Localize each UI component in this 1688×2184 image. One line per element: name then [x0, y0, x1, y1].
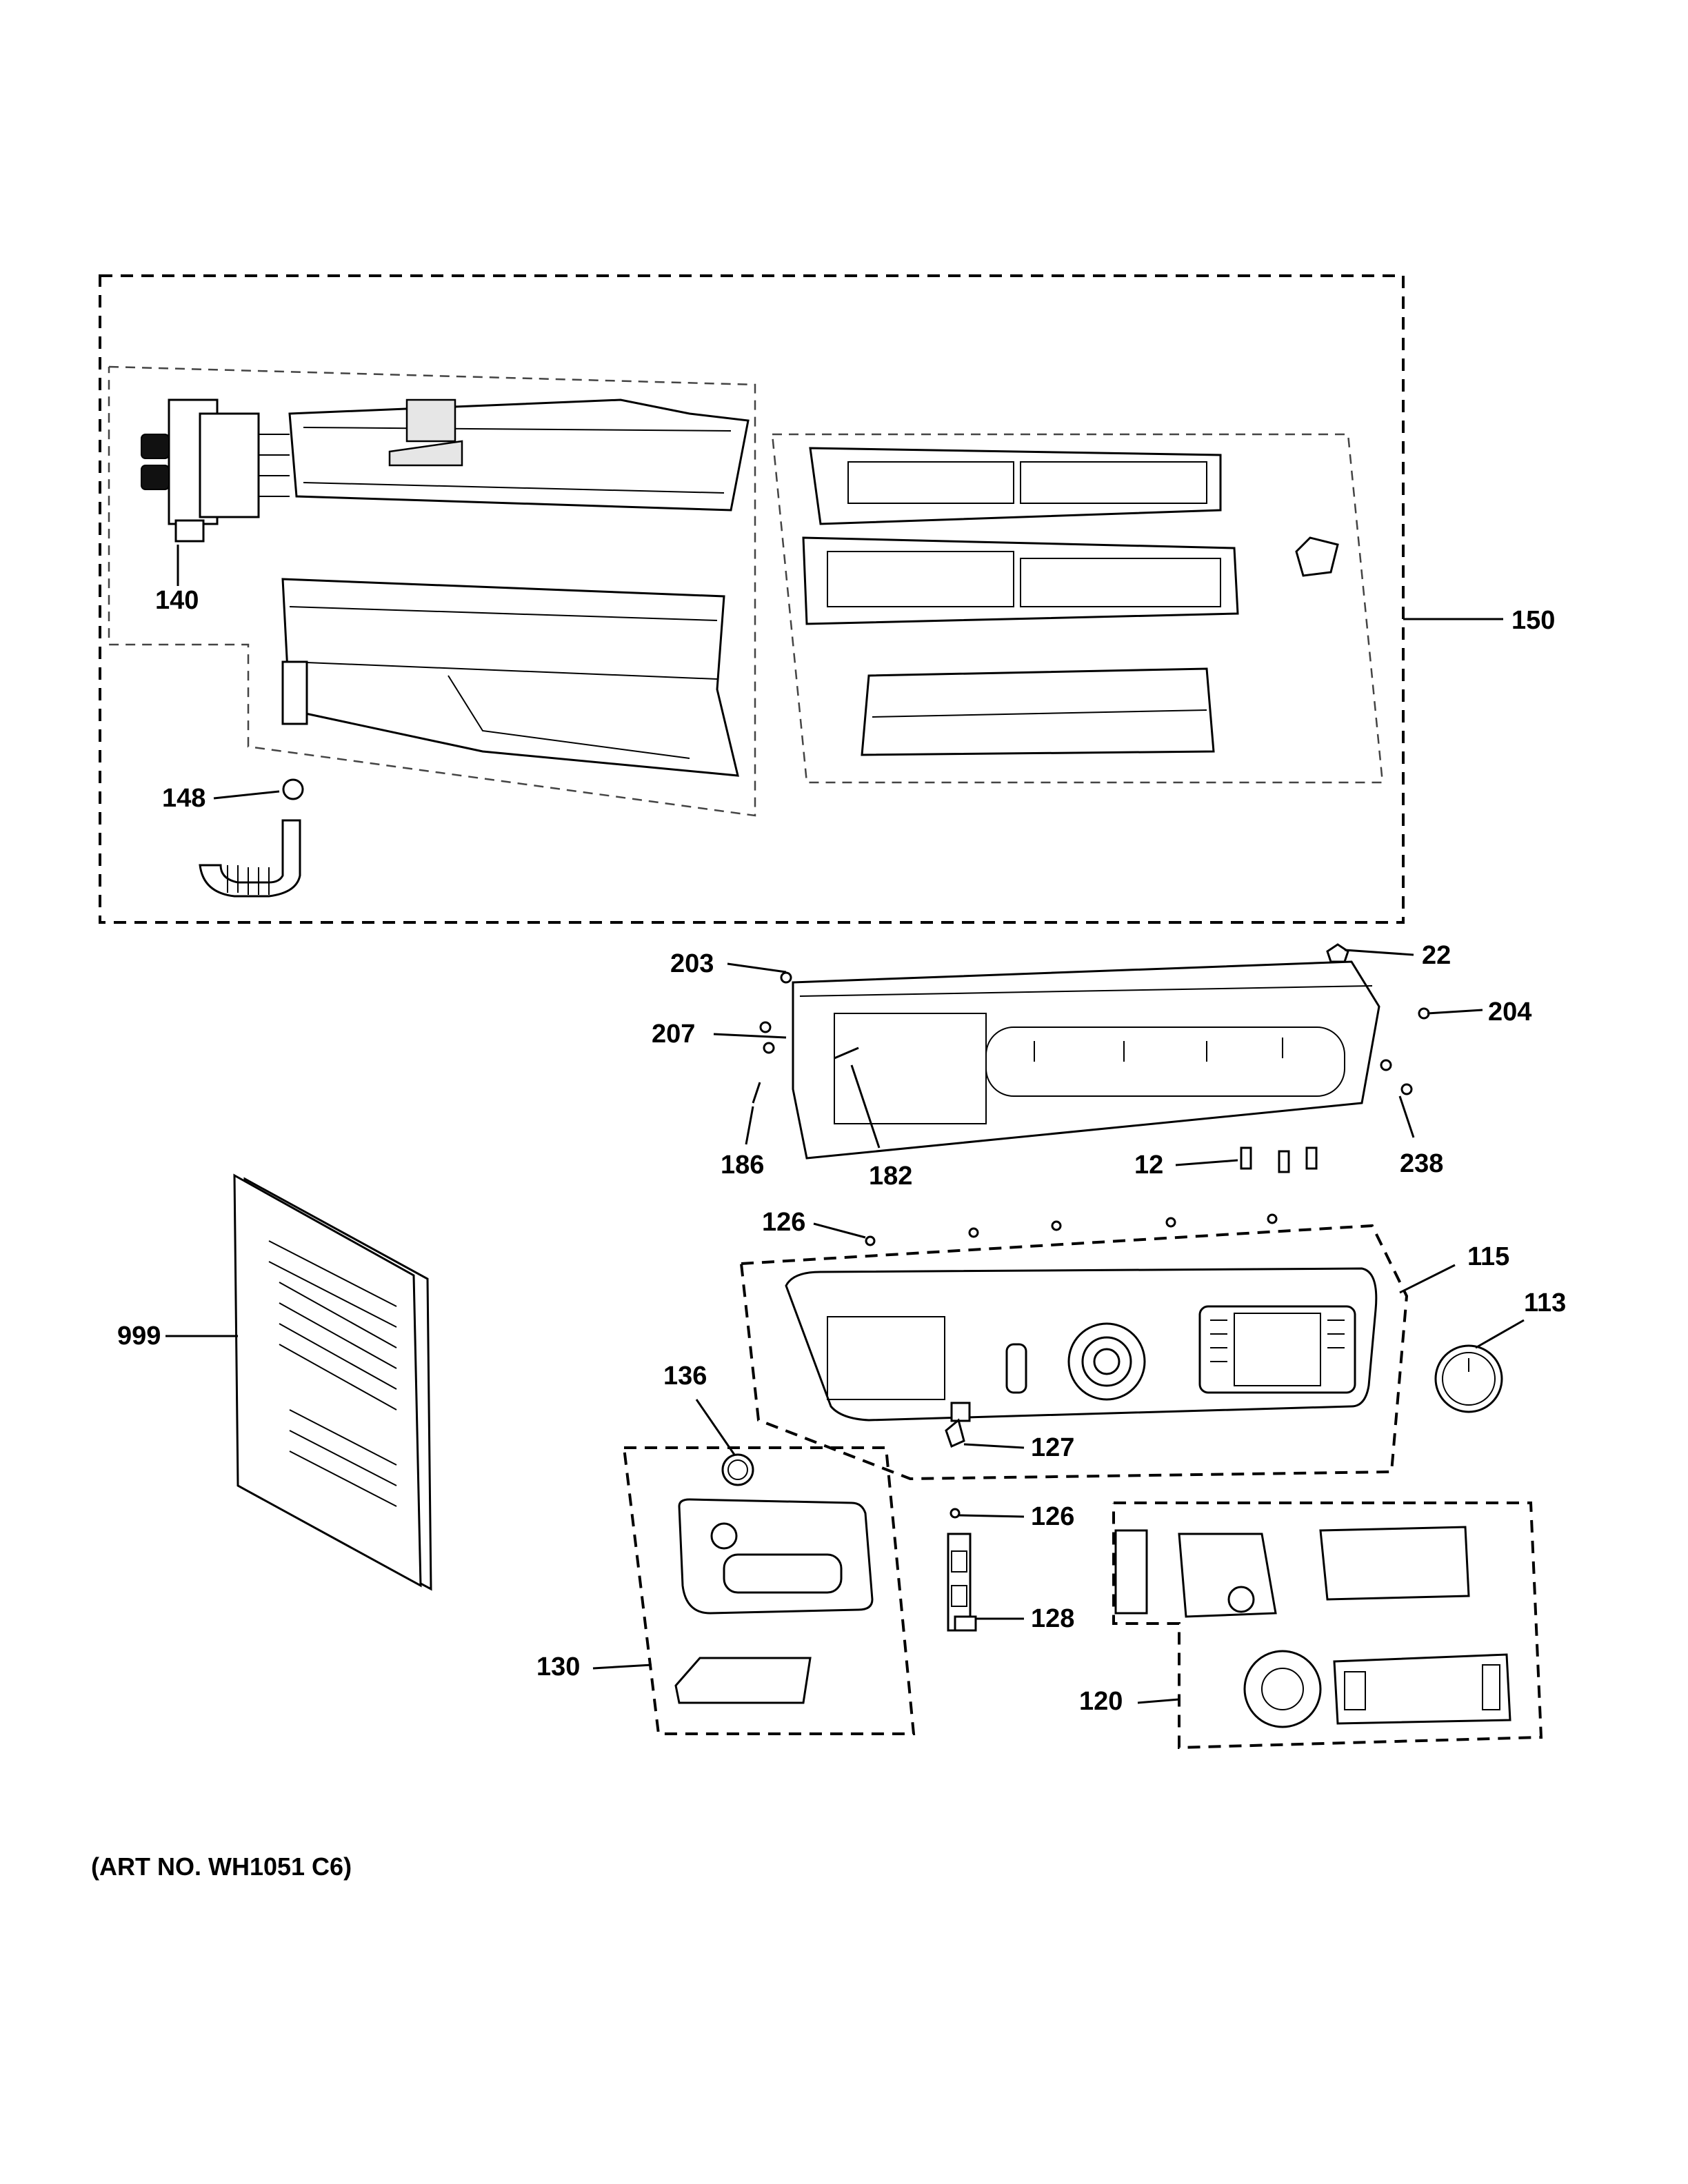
callout-207: 207 — [652, 1020, 695, 1049]
art-number: (ART NO. WH1051 C6) — [91, 1852, 352, 1881]
callout-999: 999 — [117, 1322, 161, 1351]
group-140-outline — [108, 365, 756, 817]
callout-126-bottom: 126 — [1031, 1502, 1074, 1531]
water-inlet-valve — [141, 398, 290, 543]
control-panel-frame — [752, 943, 1430, 1173]
group-150-inner-outline — [771, 433, 1384, 784]
callout-150: 150 — [1511, 606, 1555, 635]
callout-186: 186 — [721, 1151, 764, 1180]
callout-136: 136 — [663, 1362, 707, 1391]
callout-22: 22 — [1422, 941, 1451, 970]
callout-126-top: 126 — [762, 1208, 805, 1237]
callout-115: 115 — [1467, 1242, 1509, 1271]
knob-113 — [1434, 1344, 1503, 1413]
control-panel-front — [785, 1267, 1378, 1422]
callout-128: 128 — [1031, 1604, 1074, 1633]
drawer-handle-130 — [674, 1498, 874, 1704]
badge-136 — [721, 1453, 754, 1486]
callout-12: 12 — [1134, 1151, 1163, 1180]
callout-204: 204 — [1488, 998, 1531, 1027]
callout-127: 127 — [1031, 1433, 1074, 1462]
group-130-outline — [623, 1446, 916, 1735]
callout-130: 130 — [536, 1652, 580, 1681]
callout-113: 113 — [1524, 1288, 1566, 1317]
screws-126-row — [865, 1213, 1278, 1246]
callout-labels: 140 150 148 203 207 22 204 186 182 12 23… — [117, 586, 1566, 1716]
callout-182: 182 — [869, 1162, 912, 1191]
literature-999 — [233, 1173, 432, 1591]
callout-203: 203 — [670, 949, 714, 978]
switch-128 — [947, 1508, 977, 1632]
callout-140: 140 — [155, 586, 199, 615]
control-boards-120 — [1114, 1526, 1511, 1728]
leader-lines — [165, 545, 1525, 1704]
group-150-outline — [99, 274, 1405, 924]
drain-hose — [199, 778, 304, 898]
light-pipe-127 — [945, 1418, 965, 1448]
dispenser-drawer-assembly — [802, 447, 1339, 756]
callout-148: 148 — [162, 784, 205, 813]
group-115-outline — [740, 1224, 1409, 1481]
top-cover-tray — [288, 398, 750, 512]
group-120-outline — [1112, 1502, 1543, 1750]
callout-238: 238 — [1400, 1149, 1443, 1178]
callout-120: 120 — [1079, 1687, 1123, 1716]
dispenser-housing — [281, 578, 739, 777]
